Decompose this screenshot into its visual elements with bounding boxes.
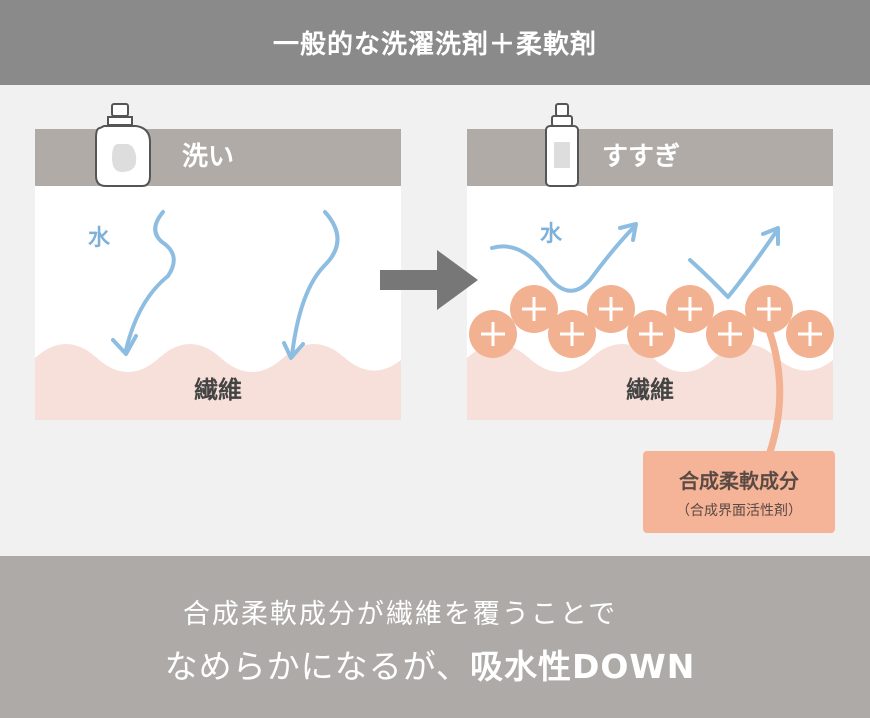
softener-particle [706,310,754,358]
rinse-water-label: 水 [540,222,563,247]
callout-connector [765,326,784,456]
callout-subtitle: （合成界面活性剤） [676,502,802,519]
rinse-water-arrows [490,222,780,299]
softener-particle [666,285,714,333]
conclusion-line1: 合成柔軟成分が繊維を覆うことで [182,599,618,630]
softener-callout: 合成柔軟成分 （合成界面活性剤） [643,451,835,533]
softener-bottle-icon [545,103,579,187]
softener-particle [627,310,675,358]
conclusion-line2-prefix: なめらかになるが、 [164,647,470,686]
rinse-fiber-area [467,344,833,420]
softener-particle [786,310,834,358]
wash-water-label: 水 [88,226,111,251]
rinse-panel-label: すすぎ [602,142,681,172]
softener-particles [469,285,834,358]
softener-particle [587,285,635,333]
softener-particle [745,285,793,333]
conclusion-emphasis: 吸水性DOWN [469,647,696,686]
detergent-bottle-icon [95,103,151,187]
rinse-panel-header: すすぎ [467,129,833,186]
wash-panel-label: 洗い [182,142,235,172]
conclusion-line2: なめらかになるが、吸水性DOWN [0,640,860,688]
conclusion-bar: 合成柔軟成分が繊維を覆うことで なめらかになるが、吸水性DOWN [0,556,870,718]
wash-water-arrows [111,210,340,360]
page-title: 一般的な洗濯洗剤＋柔軟剤 [0,0,870,85]
rinse-fiber-label: 繊維 [626,376,674,404]
callout-title: 合成柔軟成分 [679,468,799,493]
softener-particle [548,310,596,358]
softener-particle [510,285,558,333]
softener-particle [469,310,517,358]
wash-fiber-label: 繊維 [194,376,242,404]
wash-fiber-area [35,344,401,420]
process-arrow-icon [380,250,478,310]
